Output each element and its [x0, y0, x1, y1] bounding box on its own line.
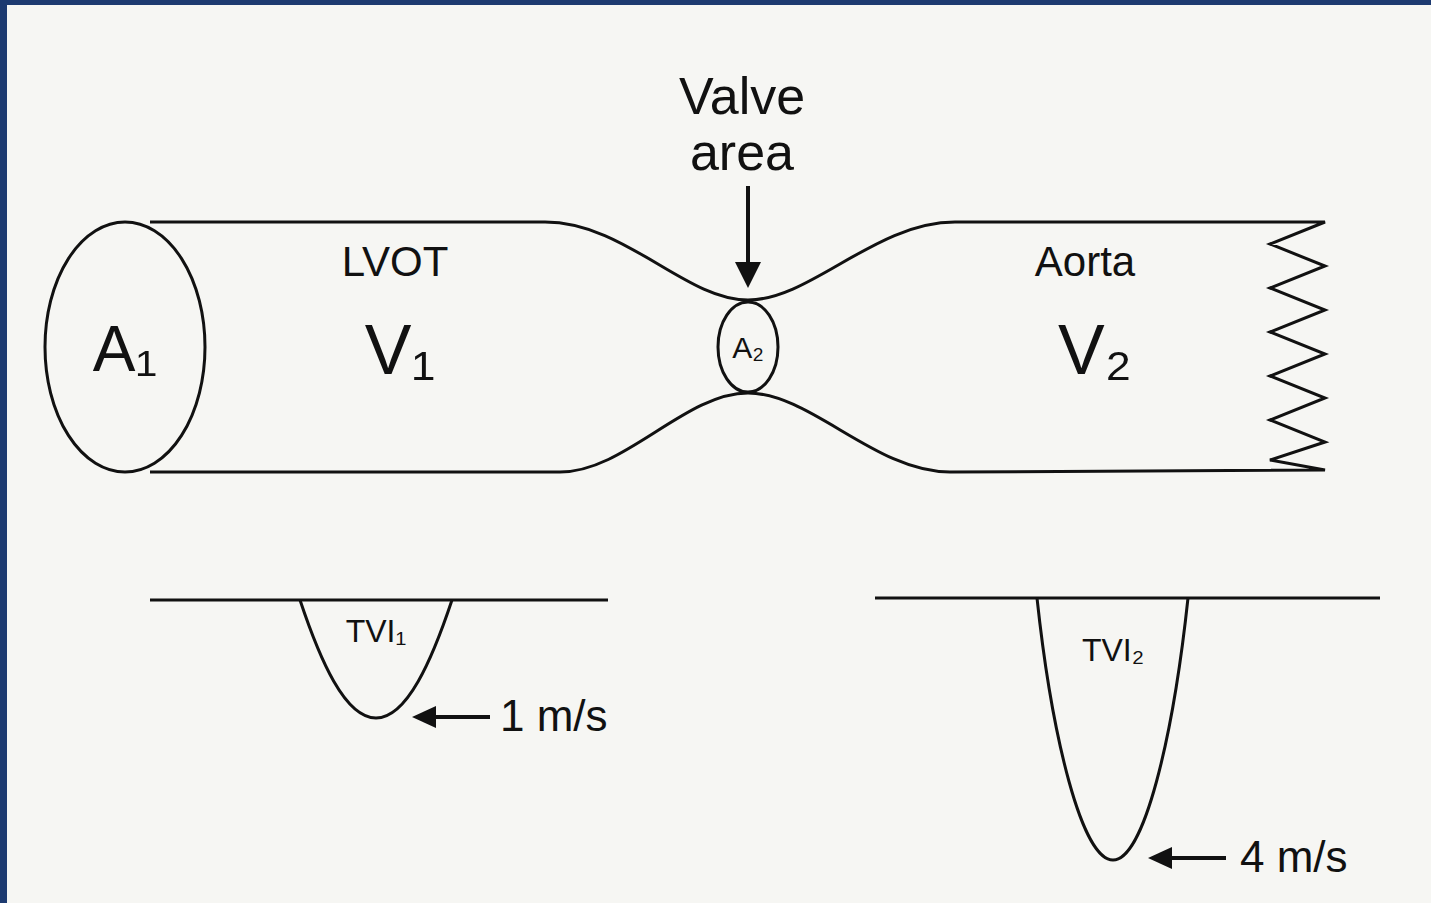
region-name: LVOT — [342, 241, 449, 283]
tube-outline — [150, 222, 1325, 472]
area-symbol: A₁ — [93, 317, 157, 381]
region-name: Aorta — [1035, 241, 1135, 283]
leader-line — [1168, 856, 1226, 860]
leader-line — [746, 186, 750, 266]
baseline — [875, 597, 1380, 600]
velocity-value: 4 m/s — [1240, 833, 1348, 881]
arrow-head — [1148, 847, 1172, 869]
velocity-symbol: V₂ — [1058, 315, 1132, 385]
envelope-outline — [300, 600, 452, 718]
arrow-head — [735, 262, 761, 288]
doppler-envelope: TVI₁ — [300, 600, 452, 718]
envelope-outline — [1037, 598, 1188, 860]
velocity-symbol: V₁ — [365, 315, 435, 385]
area-ellipse: A₁ — [45, 222, 205, 472]
ellipse-outline — [718, 302, 778, 392]
ellipse-outline — [45, 222, 205, 472]
tvi-label: TVI₁ — [346, 615, 407, 647]
area-ellipse: A₂ — [718, 302, 778, 392]
baseline — [150, 599, 608, 602]
flow-tube: A₁ A₂ LVOT V₁ AortaV₂ — [45, 220, 1330, 475]
doppler-envelope: TVI₂ — [1037, 598, 1188, 860]
callout-label: Valve area — [632, 68, 852, 180]
tvi-label: TVI₂ — [1082, 634, 1144, 666]
arrow-head — [412, 706, 436, 728]
node-shape — [45, 220, 1330, 475]
frame-bar — [0, 0, 7, 903]
velocity-value: 1 m/s — [500, 692, 608, 740]
frame-bar — [0, 0, 1431, 5]
area-symbol: A₂ — [732, 333, 764, 363]
leader-line — [432, 715, 490, 719]
